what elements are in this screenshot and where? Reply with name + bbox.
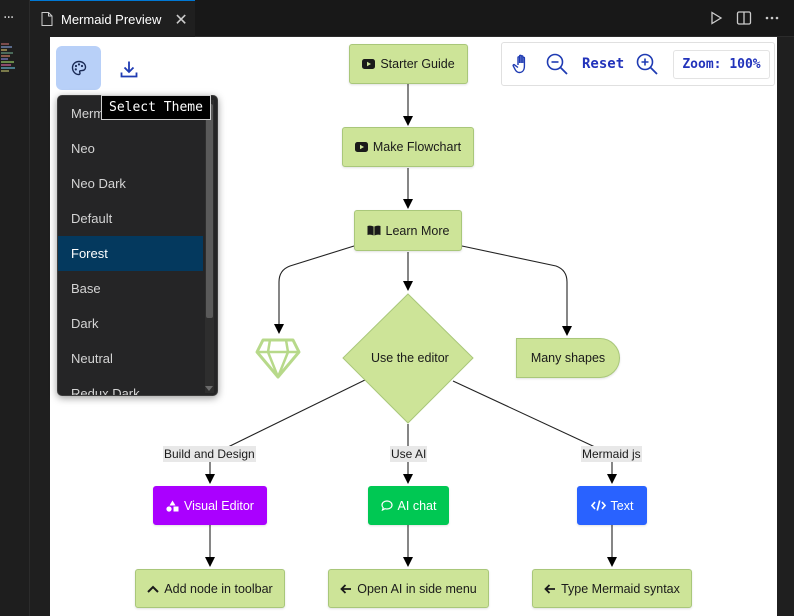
arrow-left-icon — [340, 583, 352, 594]
node-label: Open AI in side menu — [357, 581, 477, 596]
node-make-flowchart[interactable]: Make Flowchart — [342, 127, 474, 167]
decision-diamond — [342, 293, 474, 424]
arrow-left-icon — [544, 583, 556, 594]
theme-option-dark[interactable]: Dark — [71, 316, 99, 331]
edge-learn-shapes — [461, 245, 572, 336]
node-starter-guide[interactable]: Starter Guide — [349, 44, 468, 84]
close-icon[interactable]: ✕ — [174, 9, 188, 29]
tab-bar: Mermaid Preview ✕ — [30, 0, 794, 37]
tab-title: Mermaid Preview — [61, 11, 162, 27]
node-label: Text — [610, 498, 634, 513]
edge-label-mermaid-js: Mermaid js — [581, 446, 642, 462]
more-icon[interactable]: ··· — [3, 10, 14, 26]
zoom-out-button[interactable] — [545, 52, 569, 76]
editor-actions — [708, 10, 780, 26]
reset-button[interactable]: Reset — [582, 56, 625, 72]
download-button[interactable] — [116, 56, 142, 82]
edge-editor-build — [227, 378, 368, 448]
node-label: AI chat — [397, 498, 437, 513]
zoom-out-icon — [546, 53, 568, 75]
node-label: Starter Guide — [380, 57, 455, 71]
node-text[interactable]: Text — [577, 486, 647, 525]
file-icon — [41, 12, 53, 26]
edge-learn-gem — [274, 245, 355, 334]
theme-option-neo-dark[interactable]: Neo Dark — [71, 176, 126, 191]
palette-icon — [71, 60, 86, 76]
caret-up-icon — [147, 585, 159, 593]
theme-option-default[interactable]: Default — [71, 211, 113, 226]
zoom-controls: Reset Zoom: 100% — [501, 42, 775, 86]
node-label: Type Mermaid syntax — [561, 581, 680, 596]
select-theme-tooltip: Select Theme — [101, 95, 211, 120]
youtube-icon — [362, 59, 376, 69]
code-icon — [590, 500, 606, 511]
node-label: Visual Editor — [184, 498, 254, 513]
edge-label-use-ai: Use AI — [390, 446, 428, 462]
theme-option-neo[interactable]: Neo — [71, 141, 95, 156]
download-icon — [120, 61, 138, 78]
theme-menu[interactable]: Mermaid Neo Neo Dark Default Forest Base… — [57, 95, 218, 396]
menu-scrollbar-thumb[interactable] — [206, 104, 213, 318]
node-ai-chat[interactable]: AI chat — [368, 486, 449, 525]
node-visual-editor[interactable]: Visual Editor — [153, 486, 267, 525]
node-label: Learn More — [385, 223, 450, 238]
edge-editor-mermaidjs — [452, 380, 596, 448]
split-editor-icon[interactable] — [736, 10, 752, 26]
scroll-down-icon[interactable] — [205, 386, 213, 391]
pan-button[interactable] — [510, 52, 534, 76]
zoom-in-button[interactable] — [635, 52, 659, 76]
theme-button[interactable] — [56, 46, 101, 90]
theme-option-redux-dark[interactable]: Redux Dark — [71, 386, 140, 396]
zoom-in-icon — [636, 53, 658, 75]
run-icon[interactable] — [708, 10, 724, 26]
shapes-icon — [166, 500, 179, 512]
gem-icon — [255, 338, 301, 379]
node-many-shapes[interactable]: Many shapes — [516, 338, 620, 378]
node-add-node-in-toolbar[interactable]: Add node in toolbar — [135, 569, 285, 608]
theme-option-base[interactable]: Base — [71, 281, 101, 296]
node-open-ai-in-side-menu[interactable]: Open AI in side menu — [328, 569, 489, 608]
node-label: Make Flowchart — [372, 140, 462, 154]
node-label: Many shapes — [530, 351, 606, 365]
theme-option-forest[interactable]: Forest — [58, 236, 203, 271]
youtube-icon — [354, 142, 368, 152]
node-label: Add node in toolbar — [164, 581, 273, 596]
diagram-edges — [205, 84, 617, 567]
theme-option-neutral[interactable]: Neutral — [71, 351, 113, 366]
edge-label-build-and-design: Build and Design — [163, 446, 256, 462]
comment-icon — [380, 500, 393, 511]
editor-left-strip: ··· — [0, 0, 30, 616]
more-actions-icon[interactable] — [764, 10, 780, 26]
hand-icon — [512, 54, 526, 74]
node-learn-more[interactable]: Learn More — [354, 210, 462, 251]
tab-mermaid-preview[interactable]: Mermaid Preview ✕ — [30, 0, 195, 37]
node-use-the-editor[interactable]: Use the editor — [371, 351, 449, 365]
node-type-mermaid-syntax[interactable]: Type Mermaid syntax — [532, 569, 692, 608]
zoom-level-display: Zoom: 100% — [673, 50, 770, 79]
minimap — [1, 42, 15, 92]
book-icon — [367, 225, 381, 236]
